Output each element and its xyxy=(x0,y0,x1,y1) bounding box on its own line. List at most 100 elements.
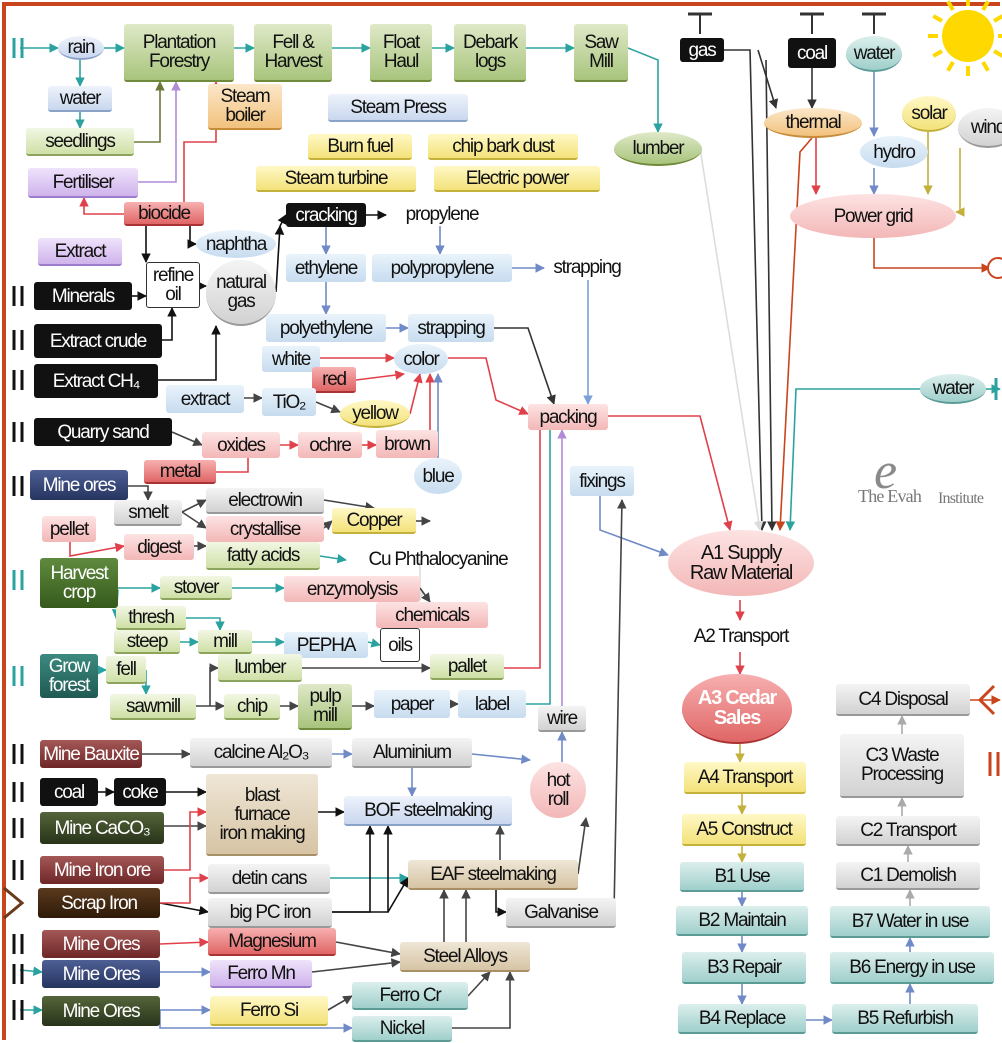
blast-furnace-node: blast furnace iron making xyxy=(206,774,318,856)
flow-connector xyxy=(186,617,225,631)
flow-connector xyxy=(599,496,669,557)
flow-connector xyxy=(159,937,209,948)
flow-connector xyxy=(69,542,125,557)
chip-bark-dust-node: chip bark dust xyxy=(428,134,578,160)
electrowin-node: electrowin xyxy=(206,488,324,514)
flow-connector xyxy=(79,197,124,215)
quarry-sand-node: Quarry sand xyxy=(34,418,172,446)
red-node: red xyxy=(312,367,356,393)
c2-transport-node: C2 Transport xyxy=(836,816,980,846)
polyethylene-node: polyethylene xyxy=(266,314,386,342)
polypropylene-node: polypropylene xyxy=(372,254,512,282)
mine-ores-node: Mine Ores xyxy=(42,930,160,958)
flow-connector xyxy=(332,825,393,913)
cu-phthalocyanine-node: Cu Phthalocyanine xyxy=(368,548,508,570)
nickel-node: Nickel xyxy=(352,1016,452,1042)
flow-connector xyxy=(627,47,663,133)
burn-fuel-node: Burn fuel xyxy=(308,134,412,160)
flow-connector xyxy=(209,663,219,706)
blue-node: blue xyxy=(414,458,462,494)
extract-node: Extract xyxy=(38,238,122,266)
fatty-acids-node: fatty acids xyxy=(206,542,320,570)
sun-icon xyxy=(942,10,994,62)
biocide-node: biocide xyxy=(124,202,204,226)
flow-connector xyxy=(716,49,767,531)
smelt-node: smelt xyxy=(114,500,182,526)
sun-ray-icon xyxy=(946,0,955,12)
fixings-node: fixings xyxy=(570,466,634,496)
saw-mill-node: Saw Mill xyxy=(574,24,628,82)
gas-node: gas xyxy=(680,38,724,62)
digest-node: digest xyxy=(124,534,194,560)
strapping-node: strapping xyxy=(408,314,494,342)
c1-demolish-node: C1 Demolish xyxy=(836,862,980,890)
minerals-node: Minerals xyxy=(34,282,132,310)
yellow-node: yellow xyxy=(340,400,410,428)
flow-connector xyxy=(315,401,341,414)
thermal-node: thermal xyxy=(764,108,862,138)
big-pc-iron-node: big PC iron xyxy=(208,898,332,928)
flow-connector xyxy=(162,307,177,341)
bof-steelmaking-node: BOF steelmaking xyxy=(344,796,512,826)
pepha-node: PEPHA xyxy=(284,632,368,658)
strapping-node: strapping xyxy=(553,256,622,278)
b2-maintain-node: B2 Maintain xyxy=(676,906,808,936)
b6-energy-node: B6 Energy in use xyxy=(830,952,994,984)
flow-connector xyxy=(171,431,203,446)
flow-connector xyxy=(785,388,920,531)
flow-connector xyxy=(765,59,777,531)
flow-connector xyxy=(577,817,590,875)
c4-disposal-node: C4 Disposal xyxy=(836,684,970,716)
flow-connector xyxy=(322,520,333,531)
magnesium-node: Magnesium xyxy=(208,928,336,956)
b3-repair-node: B3 Repair xyxy=(682,952,806,984)
pellet-node: pellet xyxy=(42,516,96,542)
mine-ores-node: Mine Ores xyxy=(42,960,160,988)
lumber-node: lumber xyxy=(218,654,302,682)
source-chevron-icon xyxy=(3,886,25,920)
flow-connector xyxy=(355,370,405,381)
lumber-node: lumber xyxy=(614,132,702,166)
ochre-node: ochre xyxy=(298,432,362,458)
wind-node: wind xyxy=(958,108,1002,148)
flow-connector xyxy=(335,941,401,958)
copper-node: Copper xyxy=(332,508,416,534)
flow-connector xyxy=(452,971,515,1029)
b1-use-node: B1 Use xyxy=(680,862,804,892)
sun-ray-icon xyxy=(946,60,955,72)
sawmill-node: sawmill xyxy=(110,694,196,720)
seedlings-node: seedlings xyxy=(26,128,134,156)
flow-connector xyxy=(494,327,556,405)
flow-connector xyxy=(409,373,423,415)
c3-waste-node: C3 Waste Processing xyxy=(840,734,964,798)
flow-connector xyxy=(128,485,153,501)
flow-connector xyxy=(504,415,545,669)
crystallise-node: crystallise xyxy=(206,516,324,542)
flow-connector xyxy=(608,415,733,531)
fell-node: fell xyxy=(106,656,146,684)
mine-iron-ore-node: Mine Iron ore xyxy=(40,856,164,884)
float-haul-node: Float Haul xyxy=(370,24,432,82)
logo-text: The Evah xyxy=(858,486,922,506)
hot-roll-node: hot roll xyxy=(530,762,586,818)
flow-connector xyxy=(367,638,381,648)
steep-node: steep xyxy=(114,630,180,654)
ferro-mn-node: Ferro Mn xyxy=(210,960,312,988)
a2-transport-node: A2 Transport xyxy=(693,625,790,647)
label-node: label xyxy=(458,690,526,718)
oxides-node: oxides xyxy=(202,432,280,458)
water-node: water xyxy=(920,374,986,404)
brown-node: brown xyxy=(376,430,438,458)
packing-node: packing xyxy=(528,404,608,430)
b5-refurbish-node: B5 Refurbish xyxy=(832,1004,978,1034)
stover-node: stover xyxy=(160,576,232,600)
flow-connector xyxy=(164,807,207,871)
pallet-node: pallet xyxy=(430,654,504,680)
flow-connector xyxy=(448,357,529,415)
flow-connector xyxy=(158,325,221,381)
mine-ores-node: Mine Ores xyxy=(42,996,160,1026)
pulp-mill-node: pulp mill xyxy=(298,684,352,730)
flow-connector xyxy=(387,877,409,913)
